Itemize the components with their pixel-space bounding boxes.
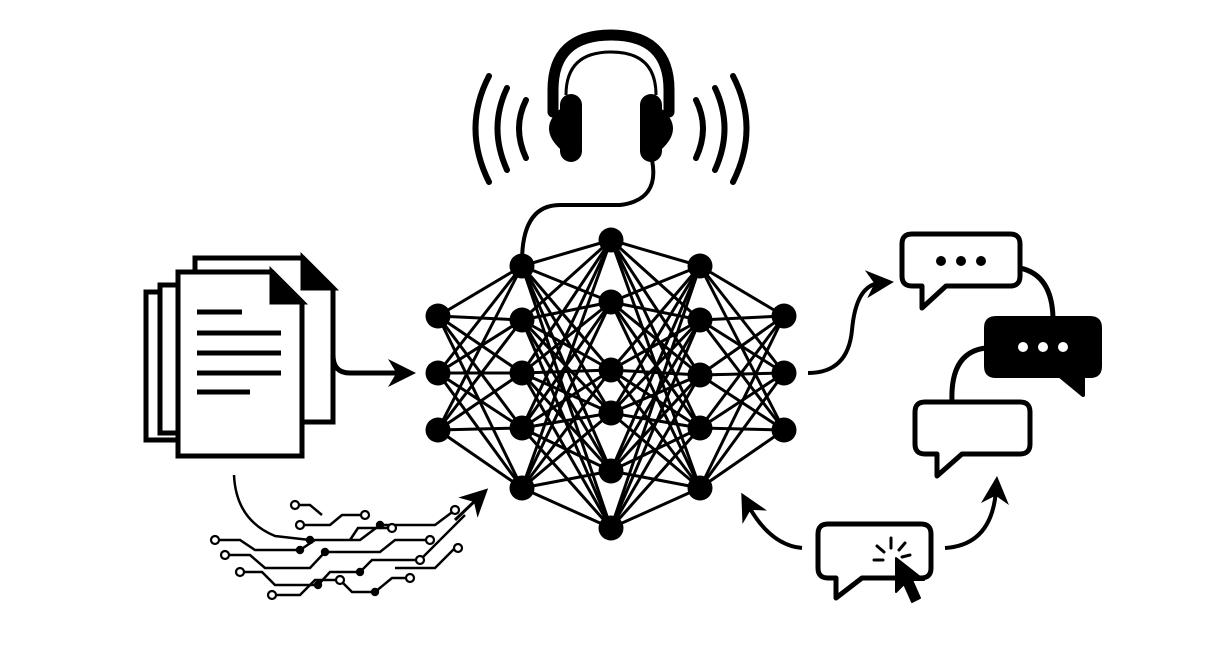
network-connection <box>609 427 702 529</box>
network-node <box>509 360 535 386</box>
network-connection <box>699 264 785 318</box>
headphones-icon <box>472 29 750 263</box>
network-connection <box>698 315 786 429</box>
network-connection <box>437 314 523 375</box>
network-connection <box>437 426 523 432</box>
network-connection <box>521 300 612 322</box>
network-connection <box>698 372 786 489</box>
network-connection <box>520 239 613 374</box>
chat-bubbles-icon <box>899 231 1102 479</box>
network-node <box>425 417 451 443</box>
network-connection <box>520 369 613 489</box>
network-connection <box>609 265 702 371</box>
network-connection <box>609 265 702 414</box>
network-connection <box>520 238 613 322</box>
network-node <box>598 458 624 484</box>
network-connection <box>436 319 524 431</box>
network-connection <box>699 428 785 490</box>
network-connection <box>437 264 523 318</box>
feedback-to-bubbles-arrow <box>944 476 1009 550</box>
network-node <box>509 475 535 501</box>
network-connection <box>520 239 613 429</box>
chat-click-icon <box>815 521 934 603</box>
network-node <box>509 253 535 279</box>
network-node <box>598 400 624 426</box>
network-connection <box>521 411 612 430</box>
network-node <box>687 253 713 279</box>
network-connection <box>609 239 702 429</box>
network-node <box>598 227 624 253</box>
network-node <box>687 415 713 441</box>
network-connection <box>609 265 702 529</box>
network-node <box>509 415 535 441</box>
network-node <box>509 307 535 333</box>
network-connection <box>521 368 612 375</box>
network-connection <box>610 264 701 304</box>
network-node <box>425 360 451 386</box>
network-connection <box>520 265 613 414</box>
network-connection <box>609 265 702 472</box>
network-connection <box>610 486 701 530</box>
network-node <box>771 417 797 443</box>
network-connection <box>521 264 612 304</box>
network-node <box>598 357 624 383</box>
network-connection <box>521 318 612 372</box>
network-connection <box>521 238 612 268</box>
circuit-traces-icon <box>209 474 466 601</box>
network-connection <box>610 318 701 372</box>
network-connection <box>609 374 702 529</box>
documents-to-network-arrow <box>330 300 416 387</box>
network-connection <box>521 411 612 490</box>
network-node <box>687 475 713 501</box>
network-connection <box>699 314 785 322</box>
neural-network-icon <box>425 227 797 541</box>
network-connection <box>698 315 786 489</box>
network-connection <box>521 368 612 430</box>
network-to-output-arrow <box>807 270 894 375</box>
network-connection <box>436 265 524 374</box>
network-node <box>771 303 797 329</box>
network-connection <box>521 469 612 490</box>
documents-icon <box>143 251 340 459</box>
feedback-to-network-arrow <box>741 492 803 550</box>
network-node <box>598 289 624 315</box>
network-node <box>598 515 624 541</box>
network-node <box>687 362 713 388</box>
network-connection <box>699 314 785 377</box>
network-connection <box>610 238 701 268</box>
network-connection <box>437 371 523 432</box>
network-connection <box>521 486 612 530</box>
network-node <box>425 303 451 329</box>
network-connection <box>520 239 613 489</box>
network-connection <box>437 428 523 490</box>
network-connection <box>610 300 701 322</box>
network-connection <box>436 265 524 431</box>
network-connection <box>610 368 701 377</box>
network-connection <box>520 301 613 489</box>
network-connection <box>520 265 613 371</box>
circuit-to-network-arrow <box>453 488 489 522</box>
network-connection <box>609 319 702 529</box>
network-node <box>771 360 797 386</box>
network-node <box>687 307 713 333</box>
